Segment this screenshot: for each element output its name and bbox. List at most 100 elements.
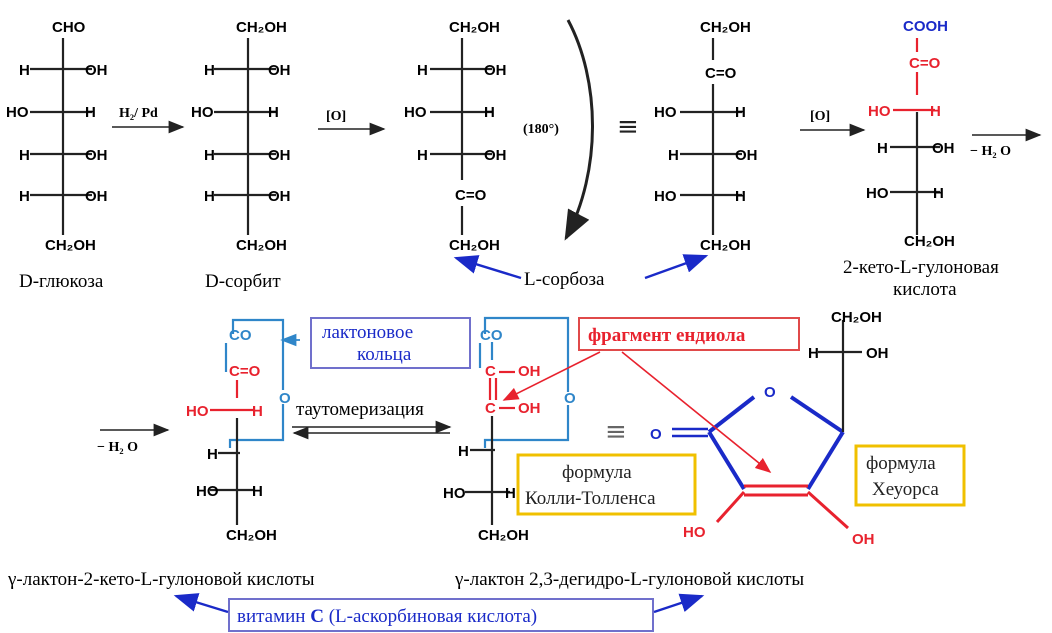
sorbose-name: L-сорбоза xyxy=(524,269,605,290)
sorbose-a-r1r: OH xyxy=(484,62,507,79)
vitamin-arrow-right xyxy=(653,593,705,614)
glucose-bottom: CH₂OH xyxy=(45,237,96,254)
ketogulonic-name-2: кислота xyxy=(893,279,957,300)
lactone1-r3l: HO xyxy=(196,483,219,500)
sorbose-b-r3l: H xyxy=(668,147,679,164)
sorbose-a-r3r: OH xyxy=(484,147,507,164)
lactone2-c1r: OH xyxy=(518,363,541,380)
haworth-label-1: формула xyxy=(866,453,936,474)
tautomerization-label: таутомеризация xyxy=(296,399,424,420)
glucose-name: D-глюкоза xyxy=(19,271,104,292)
lactone1-bottom: CH₂OH xyxy=(226,527,277,544)
sorbit-r4r: OH xyxy=(268,188,291,205)
ketogulonic-top: COOH xyxy=(903,18,948,35)
sorbose-a-co: C=O xyxy=(455,187,487,204)
ketogulonic-co: C=O xyxy=(909,55,941,72)
glucose-r3l: H xyxy=(19,147,30,164)
ketogulonic-structure xyxy=(890,38,940,235)
lactone1-name: γ-лактон-2-кето-L-гулоновой кислоты xyxy=(7,569,315,590)
sorbose-arrow-right xyxy=(644,254,709,280)
minus-h2o-label-1: − H₂ O xyxy=(970,144,1011,159)
rotation-arrow xyxy=(564,19,594,241)
sorbit-bottom: CH₂OH xyxy=(236,237,287,254)
ketogulonic-r2r: H xyxy=(930,103,941,120)
endiol-label: фрагмент ендиола xyxy=(588,325,746,346)
equiv-sign-2: ≡ xyxy=(605,417,627,447)
ketogulonic-r3r: OH xyxy=(932,140,955,157)
lactone2-c2: C xyxy=(485,400,496,417)
haworth-ring-o: O xyxy=(764,384,776,401)
haworth-oh-l: HO xyxy=(683,524,706,541)
haworth-top: CH₂OH xyxy=(831,309,882,326)
endiol-arrow-left xyxy=(502,351,601,401)
lactone-ring-box xyxy=(310,317,471,369)
sorbose-b-bottom: CH₂OH xyxy=(700,237,751,254)
ox2-label: [O] xyxy=(810,109,830,124)
lactone1-co1: CO xyxy=(229,327,252,344)
sorbose-b-r4l: HO xyxy=(654,188,677,205)
l-sorbose-structure-b xyxy=(680,38,742,235)
endiol-box xyxy=(578,317,800,351)
endiol-arrow-right xyxy=(621,351,772,474)
sorbose-b-r3r: OH xyxy=(735,147,758,164)
kolli-label-2: Колли-Толленса xyxy=(525,488,656,509)
haworth-side-r: OH xyxy=(866,345,889,362)
sorbose-b-r4r: H xyxy=(735,188,746,205)
sorbose-b-r2r: H xyxy=(735,104,746,121)
sorbit-r3r: OH xyxy=(268,147,291,164)
ketogulonic-r4r: H xyxy=(933,185,944,202)
sorbose-a-r2r: H xyxy=(484,104,495,121)
sorbose-a-r1l: H xyxy=(417,62,428,79)
haworth-oh-r: OH xyxy=(852,531,875,548)
lactone1-structure xyxy=(210,380,255,525)
haworth-exo-o: O xyxy=(650,426,662,443)
sorbit-r1r: OH xyxy=(268,62,291,79)
glucose-r1r: OH xyxy=(85,62,108,79)
lactone1-r1l: HO xyxy=(186,403,209,420)
sorbose-arrow-left xyxy=(453,255,522,280)
h2pd-label: H₂/ Pd xyxy=(119,106,158,121)
lactone2-r2l: HO xyxy=(443,485,466,502)
sorbose-b-top: CH₂OH xyxy=(700,19,751,36)
ketogulonic-r4l: HO xyxy=(866,185,889,202)
kolli-tollens-box xyxy=(516,453,697,516)
sorbose-b-r2l: HO xyxy=(654,104,677,121)
glucose-r1l: H xyxy=(19,62,30,79)
d-sorbit-structure xyxy=(214,38,276,235)
kolli-label-1: формула xyxy=(562,462,632,483)
haworth-label-2: Хеуорса xyxy=(872,479,939,500)
vitamin-arrow-left xyxy=(173,593,229,614)
sorbit-r1l: H xyxy=(204,62,215,79)
glucose-r4l: H xyxy=(19,188,30,205)
sorbose-b-co: C=O xyxy=(705,65,737,82)
ketogulonic-name-1: 2-кето-L-гулоновая xyxy=(843,257,999,278)
glucose-r2r: H xyxy=(85,104,96,121)
vitamin-c-label: витамин C (L-аскорбиновая кислота) xyxy=(237,606,537,627)
sorbit-r3l: H xyxy=(204,147,215,164)
lactone-ring-label-2: кольца xyxy=(357,344,412,365)
lactone2-co1: CO xyxy=(480,327,503,344)
vitamin-pre: витамин xyxy=(237,606,310,627)
ketogulonic-bottom: CH₂OH xyxy=(904,233,955,250)
ketogulonic-r3l: H xyxy=(877,140,888,157)
glucose-r2l: HO xyxy=(6,104,29,121)
lactone1-bracket xyxy=(224,318,285,448)
ketogulonic-r2l: HO xyxy=(868,103,891,120)
sorbit-r4l: H xyxy=(204,188,215,205)
lactone2-r2r: H xyxy=(505,485,516,502)
lactone1-o: O xyxy=(279,390,291,407)
lactone2-bracket xyxy=(478,316,570,448)
ox1-label: [O] xyxy=(326,109,346,124)
d-glucose-structure xyxy=(30,38,92,235)
lactone2-bottom: CH₂OH xyxy=(478,527,529,544)
glucose-r4r: OH xyxy=(85,188,108,205)
vitamin-post: (L-аскорбиновая кислота) xyxy=(324,606,537,627)
vitamin-c-letter: C xyxy=(310,606,324,627)
glucose-top: CHO xyxy=(52,19,86,36)
sorbose-a-r3l: H xyxy=(417,147,428,164)
sorbit-top: CH₂OH xyxy=(236,19,287,36)
sorbose-a-bottom: CH₂OH xyxy=(449,237,500,254)
sorbose-a-top: CH₂OH xyxy=(449,19,500,36)
sorbit-r2r: H xyxy=(268,104,279,121)
